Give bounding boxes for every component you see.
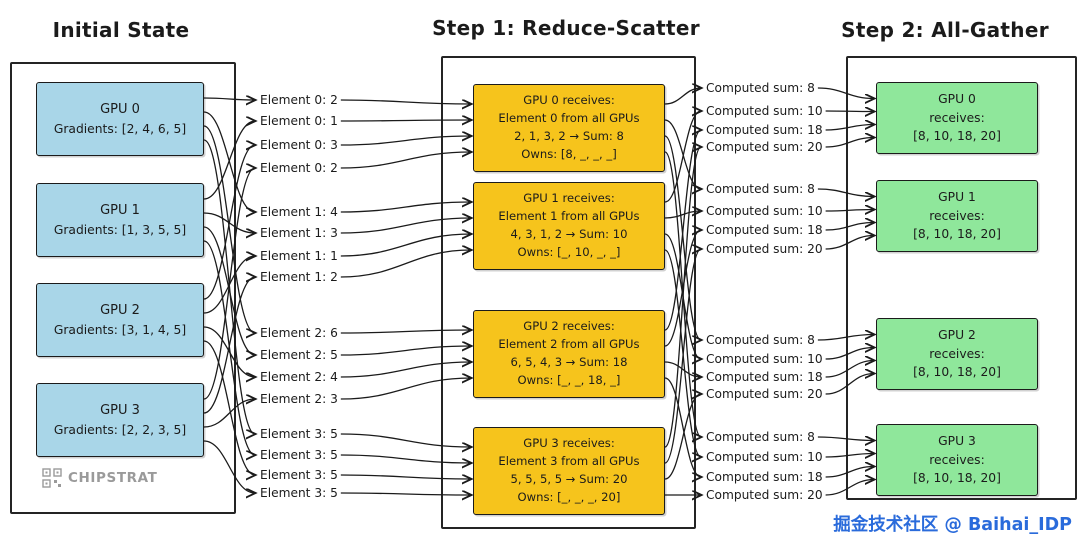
reduce-owns: Owns: [8, _, _, _]: [521, 146, 617, 161]
gpu-box-reduce-0: GPU 0 receives: Element 0 from all GPUs …: [473, 84, 665, 172]
gather-name: GPU 0: [938, 92, 976, 107]
reduce-desc: Element 0 from all GPUs: [498, 111, 640, 126]
gpu-name: GPU 3: [100, 403, 140, 418]
computed-sum-label: Computed sum: 10: [706, 352, 823, 366]
gpu-name: GPU 1: [100, 203, 140, 218]
gather-name: GPU 3: [938, 434, 976, 449]
gpu-box-initial-0: GPU 0 Gradients: [2, 4, 6, 5]: [36, 82, 204, 156]
gpu-box-reduce-3: GPU 3 receives: Element 3 from all GPUs …: [473, 427, 665, 515]
chipstrat-logo: CHIPSTRAT: [42, 468, 157, 488]
computed-sum-label: Computed sum: 20: [706, 140, 823, 154]
gpu-gradients: Gradients: [1, 3, 5, 5]: [53, 223, 187, 237]
gather-label: receives:: [929, 346, 985, 361]
element-transfer-label: Element 1: 4: [260, 205, 338, 219]
gpu-box-gather-2: GPU 2 receives: [8, 10, 18, 20]: [876, 318, 1038, 390]
computed-sum-label: Computed sum: 8: [706, 430, 815, 444]
element-transfer-label: Element 2: 6: [260, 326, 338, 340]
element-transfer-label: Element 1: 3: [260, 226, 338, 240]
reduce-owns: Owns: [_, _, _, 20]: [517, 489, 621, 504]
element-transfer-label: Element 0: 2: [260, 93, 338, 107]
gpu-name: GPU 0: [100, 102, 140, 117]
element-transfer-label: Element 3: 5: [260, 427, 338, 441]
computed-sum-label: Computed sum: 10: [706, 204, 823, 218]
reduce-calc: 4, 3, 1, 2 → Sum: 10: [510, 227, 628, 241]
element-transfer-label: Element 2: 4: [260, 370, 338, 384]
reduce-desc: Element 2 from all GPUs: [498, 337, 640, 352]
computed-sum-label: Computed sum: 20: [706, 387, 823, 401]
gpu-name: GPU 2: [100, 303, 140, 318]
element-transfer-label: Element 2: 3: [260, 392, 338, 406]
reduce-title: GPU 3 receives:: [523, 436, 615, 451]
reduce-title: GPU 1 receives:: [523, 191, 615, 206]
gpu-box-reduce-2: GPU 2 receives: Element 2 from all GPUs …: [473, 310, 665, 398]
gpu-box-gather-0: GPU 0 receives: [8, 10, 18, 20]: [876, 82, 1038, 154]
reduce-calc: 2, 1, 3, 2 → Sum: 8: [514, 129, 624, 143]
gather-name: GPU 1: [938, 190, 976, 205]
computed-sum-label: Computed sum: 8: [706, 182, 815, 196]
gpu-gradients: Gradients: [2, 2, 3, 5]: [53, 423, 187, 437]
gpu-box-reduce-1: GPU 1 receives: Element 1 from all GPUs …: [473, 182, 665, 270]
reduce-owns: Owns: [_, _, 18, _]: [517, 372, 621, 387]
gpu-box-initial-3: GPU 3 Gradients: [2, 2, 3, 5]: [36, 383, 204, 457]
gpu-box-initial-2: GPU 2 Gradients: [3, 1, 4, 5]: [36, 283, 204, 357]
reduce-owns: Owns: [_, 10, _, _]: [517, 244, 621, 259]
gpu-box-gather-1: GPU 1 receives: [8, 10, 18, 20]: [876, 180, 1038, 252]
reduce-title: GPU 0 receives:: [523, 93, 615, 108]
gather-values: [8, 10, 18, 20]: [913, 129, 1001, 144]
reduce-desc: Element 3 from all GPUs: [498, 454, 640, 469]
step2-title: Step 2: All-Gather: [841, 18, 1049, 42]
gather-label: receives:: [929, 208, 985, 223]
reduce-title: GPU 2 receives:: [523, 319, 615, 334]
computed-sum-label: Computed sum: 20: [706, 488, 823, 502]
element-transfer-label: Element 3: 5: [260, 486, 338, 500]
chipstrat-logo-text: CHIPSTRAT: [68, 470, 158, 486]
element-transfer-label: Element 3: 5: [260, 448, 338, 462]
gpu-box-initial-1: GPU 1 Gradients: [1, 3, 5, 5]: [36, 183, 204, 257]
gather-values: [8, 10, 18, 20]: [913, 227, 1001, 242]
initial-state-title: Initial State: [52, 18, 190, 42]
computed-sum-label: Computed sum: 18: [706, 223, 823, 237]
gather-name: GPU 2: [938, 328, 976, 343]
step1-title: Step 1: Reduce-Scatter: [432, 16, 700, 40]
gather-label: receives:: [929, 452, 985, 467]
element-transfer-label: Element 2: 5: [260, 348, 338, 362]
computed-sum-label: Computed sum: 18: [706, 370, 823, 384]
gpu-gradients: Gradients: [3, 1, 4, 5]: [53, 323, 187, 337]
element-transfer-label: Element 3: 5: [260, 468, 338, 482]
computed-sum-label: Computed sum: 18: [706, 470, 823, 484]
gpu-box-gather-3: GPU 3 receives: [8, 10, 18, 20]: [876, 424, 1038, 496]
element-transfer-label: Element 0: 2: [260, 161, 338, 175]
gather-values: [8, 10, 18, 20]: [913, 365, 1001, 380]
gpu-gradients: Gradients: [2, 4, 6, 5]: [53, 122, 187, 136]
watermark-text: 掘金技术社区 @ Baihai_IDP: [833, 515, 1072, 535]
gather-values: [8, 10, 18, 20]: [913, 471, 1001, 486]
element-transfer-label: Element 0: 3: [260, 138, 338, 152]
computed-sum-label: Computed sum: 18: [706, 123, 823, 137]
computed-sum-label: Computed sum: 20: [706, 242, 823, 256]
reduce-calc: 5, 5, 5, 5 → Sum: 20: [510, 472, 628, 486]
reduce-calc: 6, 5, 4, 3 → Sum: 18: [510, 355, 628, 369]
element-transfer-label: Element 1: 2: [260, 270, 338, 284]
computed-sum-label: Computed sum: 8: [706, 81, 815, 95]
chipstrat-qr-icon: [42, 468, 62, 488]
computed-sum-label: Computed sum: 10: [706, 450, 823, 464]
element-transfer-label: Element 1: 1: [260, 249, 338, 263]
reduce-desc: Element 1 from all GPUs: [498, 209, 640, 224]
computed-sum-label: Computed sum: 10: [706, 104, 823, 118]
computed-sum-label: Computed sum: 8: [706, 333, 815, 347]
gather-label: receives:: [929, 110, 985, 125]
element-transfer-label: Element 0: 1: [260, 114, 338, 128]
